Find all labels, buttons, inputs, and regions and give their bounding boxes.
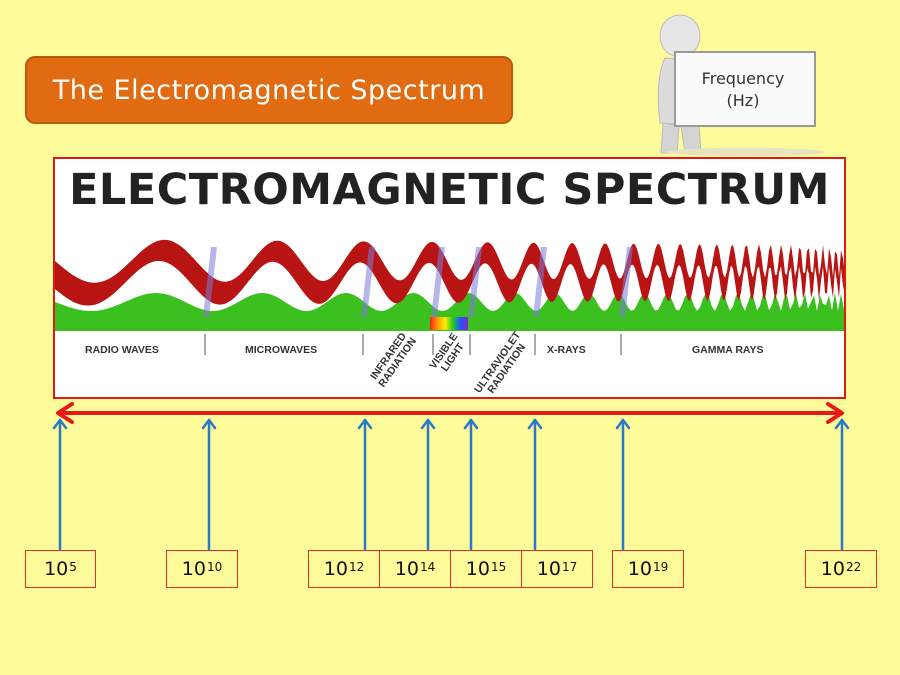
spectrum-title: ELECTROMAGNETIC SPECTRUM xyxy=(69,165,830,215)
slide-title: The Electromagnetic Spectrum xyxy=(25,56,513,124)
band-microwaves: MICROWAVES xyxy=(245,344,318,356)
person-holding-sign-icon xyxy=(657,14,825,156)
spectrum-illustration: ELECTROMAGNETIC SPECTRUM RADIO WAVES MIC… xyxy=(53,157,846,399)
frequency-pointer-arrow xyxy=(357,418,373,551)
band-boundary-plane xyxy=(468,247,482,317)
sign-line-1: Frequency xyxy=(701,69,785,88)
band-gamma-rays: GAMMA RAYS xyxy=(692,344,764,356)
band-radio-waves: RADIO WAVES xyxy=(85,344,159,356)
band-boundary-plane xyxy=(619,247,633,317)
frequency-pointer-arrow xyxy=(420,418,436,551)
sign-label: Frequency (Hz) xyxy=(668,68,818,112)
frequency-pointer-arrow xyxy=(52,418,68,551)
frequency-range-arrow xyxy=(56,402,844,424)
visible-spectrum-bar xyxy=(430,317,468,330)
band-boundary-plane xyxy=(361,247,375,317)
frequency-pointer-arrow xyxy=(527,418,543,551)
frequency-pointer-arrow xyxy=(615,418,631,551)
band-x-rays: X-RAYS xyxy=(547,344,586,356)
band-boundary-plane xyxy=(533,247,547,317)
sign-line-2: (Hz) xyxy=(726,91,760,110)
band-boundary-plane xyxy=(431,247,445,317)
frequency-pointer-arrow xyxy=(463,418,479,551)
band-boundary-plane xyxy=(203,247,217,317)
spectrum-wave-graphic xyxy=(55,239,844,355)
frequency-pointer-arrow xyxy=(201,418,217,551)
frequency-pointer-arrow xyxy=(834,418,850,551)
